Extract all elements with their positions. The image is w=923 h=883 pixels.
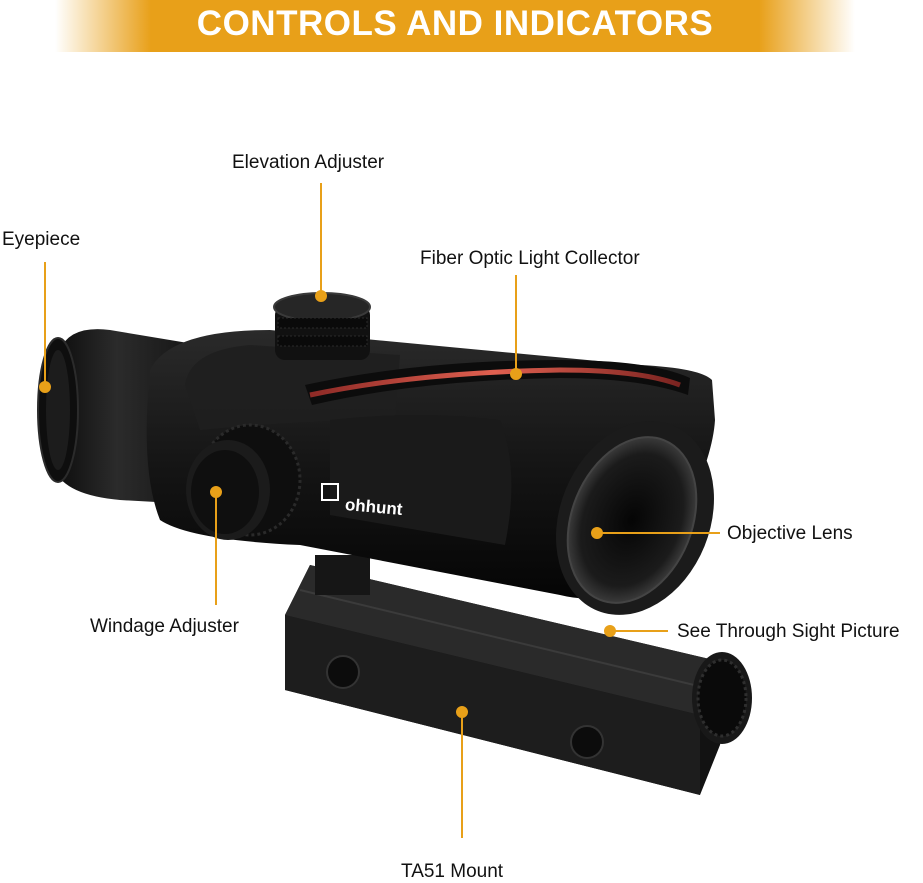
brand-logo: ohhunt	[321, 483, 404, 519]
windage-knob-shape	[186, 423, 302, 540]
label-windage-adjuster: Windage Adjuster	[90, 616, 239, 637]
label-see-through: See Through Sight Picture	[677, 621, 900, 642]
label-fiber-optic: Fiber Optic Light Collector	[420, 248, 640, 269]
mount-knob	[692, 652, 752, 744]
elevation-knob-shape	[273, 292, 371, 360]
objective-shape	[556, 421, 714, 615]
label-elevation-adjuster: Elevation Adjuster	[232, 152, 385, 173]
ta51-mount-shape	[285, 555, 735, 795]
header-banner: CONTROLS AND INDICATORS	[55, 0, 855, 52]
label-eyepiece: Eyepiece	[2, 229, 81, 250]
brand-text: ohhunt	[344, 495, 403, 519]
label-objective-lens: Objective Lens	[727, 523, 853, 544]
fiber-optic-shape	[305, 360, 690, 405]
label-ta51-mount: TA51 Mount	[401, 861, 504, 882]
banner-title: CONTROLS AND INDICATORS	[196, 4, 714, 43]
